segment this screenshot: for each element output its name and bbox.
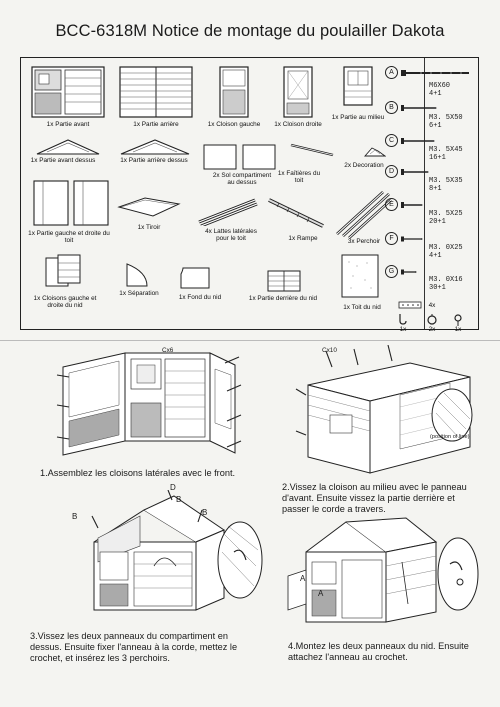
step-4-callout-a-2: A	[318, 589, 324, 598]
step-4-illustration	[286, 512, 482, 630]
part-nest-sides-illustration	[45, 254, 83, 288]
part-roof-ridge-illustration	[289, 142, 335, 158]
step-3-text: 3.Vissez les deux panneaux du compartime…	[30, 631, 238, 663]
part-perches-illustration	[333, 188, 393, 240]
step-3-illustration	[64, 490, 274, 630]
step-2-text: 2.Vissez la cloison au milieu avec le pa…	[282, 482, 467, 514]
part-upper-floor-illustration	[203, 144, 277, 170]
hardware-qty: 6+1	[429, 122, 442, 130]
hardware-qty: 30+1	[429, 284, 446, 292]
part-label: 1x Partie avant dessus	[30, 157, 96, 164]
ring-icon	[426, 314, 438, 326]
step-3-callout-b-right: B	[202, 508, 208, 517]
rope-qty: 4x	[428, 302, 436, 309]
part-label: 1x Rampe	[288, 235, 318, 242]
hardware-qty: 8+1	[429, 185, 442, 193]
part-label: 1x Fond du nid	[178, 294, 222, 301]
hardware-qty: 4+1	[429, 252, 442, 260]
screw-icon	[401, 202, 423, 208]
step-3-callout-d: D	[170, 483, 176, 492]
hardware-qty: 4+1	[429, 90, 442, 98]
part-label: 1x Séparation	[119, 290, 159, 297]
part-ramp-illustration	[267, 196, 327, 232]
hardware-letter: C	[385, 134, 398, 147]
part-middle-panel-illustration	[343, 66, 373, 106]
part-left-partition-illustration	[219, 66, 249, 118]
part-front-panel-illustration	[31, 66, 105, 118]
part-roof-sides-illustration	[33, 180, 109, 226]
hook-qty: 1x	[399, 326, 407, 333]
part-back-panel-illustration	[119, 66, 193, 118]
screw-icon	[401, 236, 423, 242]
hardware-letter: A	[385, 66, 398, 79]
part-label: 1x Faîtières du toit	[277, 170, 321, 185]
part-nest-roof-illustration	[341, 254, 379, 298]
part-label: 1x Cloisons gauche et droite du nid	[33, 295, 97, 310]
hardware-spec: M6X60	[429, 82, 451, 90]
step-1-screw-callout: Cx6	[162, 347, 174, 354]
page-title: BCC-6318M Notice de montage du poulaille…	[55, 22, 445, 40]
step-2-illustration	[290, 345, 480, 475]
section-divider	[0, 340, 500, 341]
part-label: 2x Decoration	[344, 162, 384, 169]
eye-screw-icon	[452, 314, 464, 326]
part-nest-bottom-illustration	[179, 266, 213, 290]
screw-icon	[401, 105, 437, 111]
rope-illustration	[397, 298, 425, 312]
hardware-spec: M3. 5X45	[429, 146, 463, 154]
part-label: 3x Perchoir	[347, 238, 381, 245]
part-label: 1x Partie derrière du nid	[248, 295, 318, 302]
hardware-spec: M3. 0X16	[429, 276, 463, 284]
hardware-qty: 16+1	[429, 154, 446, 162]
part-back-top-illustration	[119, 138, 191, 156]
part-label: 1x Partie au milieu	[331, 114, 385, 121]
step-4-text: 4.Montez les deux panneaux du nid. Ensui…	[288, 641, 469, 662]
hardware-qty: 20+1	[429, 218, 446, 226]
hardware-letter: E	[385, 198, 398, 211]
part-label: 1x Cloison gauche	[207, 121, 261, 128]
screw-icon	[401, 269, 417, 275]
hardware-letter: F	[385, 232, 398, 245]
step-3-callout-b-top: B	[176, 495, 182, 504]
part-label: 1x Partie avant	[46, 121, 90, 128]
eye-screw-qty: 1x	[454, 326, 462, 333]
hardware-letter: B	[385, 101, 398, 114]
bolt-icon	[401, 70, 469, 76]
step-4-callout-a-1: A	[300, 574, 306, 583]
part-front-top-illustration	[35, 138, 101, 156]
part-separator-illustration	[125, 262, 149, 288]
part-nest-back-illustration	[267, 270, 301, 292]
hardware-letter: D	[385, 165, 398, 178]
part-label: 4x Lattes latérales pour le toit	[205, 228, 257, 243]
hardware-spec: M3. 0X25	[429, 244, 463, 252]
hardware-spec: M3. 5X25	[429, 210, 463, 218]
hardware-letter: G	[385, 265, 398, 278]
hardware-spec: M3. 5X50	[429, 114, 463, 122]
part-label: 1x Partie arrière	[133, 121, 179, 128]
part-decoration-illustration	[364, 145, 386, 157]
parts-list-box: 1x Partie avant 1x Partie arrière 1	[20, 57, 479, 333]
step-3-callout-b-left: B	[72, 512, 78, 521]
screw-icon	[401, 138, 435, 144]
part-label: 1x Partie arrière dessus	[120, 157, 188, 164]
part-label: 1x Partie gauche et droite du toit	[28, 230, 110, 245]
part-label: 2x Sol compartiment au dessus	[212, 172, 272, 187]
part-label: 1x Toit du nid	[343, 304, 381, 311]
hook-icon	[397, 312, 411, 326]
step-2-screw-callout: Cx10	[322, 347, 337, 354]
part-label: 1x Tiroir	[137, 224, 161, 231]
hardware-spec: M3. 5X35	[429, 177, 463, 185]
step-1-text: 1.Assemblez les cloisons latérales avec …	[40, 468, 236, 478]
ring-qty: 2x	[428, 326, 436, 333]
part-drawer-illustration	[117, 196, 181, 218]
step-2-note: (position of line)	[430, 434, 470, 440]
step-1-illustration	[55, 345, 245, 463]
hardware-column-separator	[424, 58, 425, 329]
screw-icon	[401, 169, 429, 175]
part-right-partition-illustration	[283, 66, 313, 118]
part-label: 1x Cloison droite	[274, 121, 322, 128]
part-side-slats-illustration	[197, 196, 259, 226]
